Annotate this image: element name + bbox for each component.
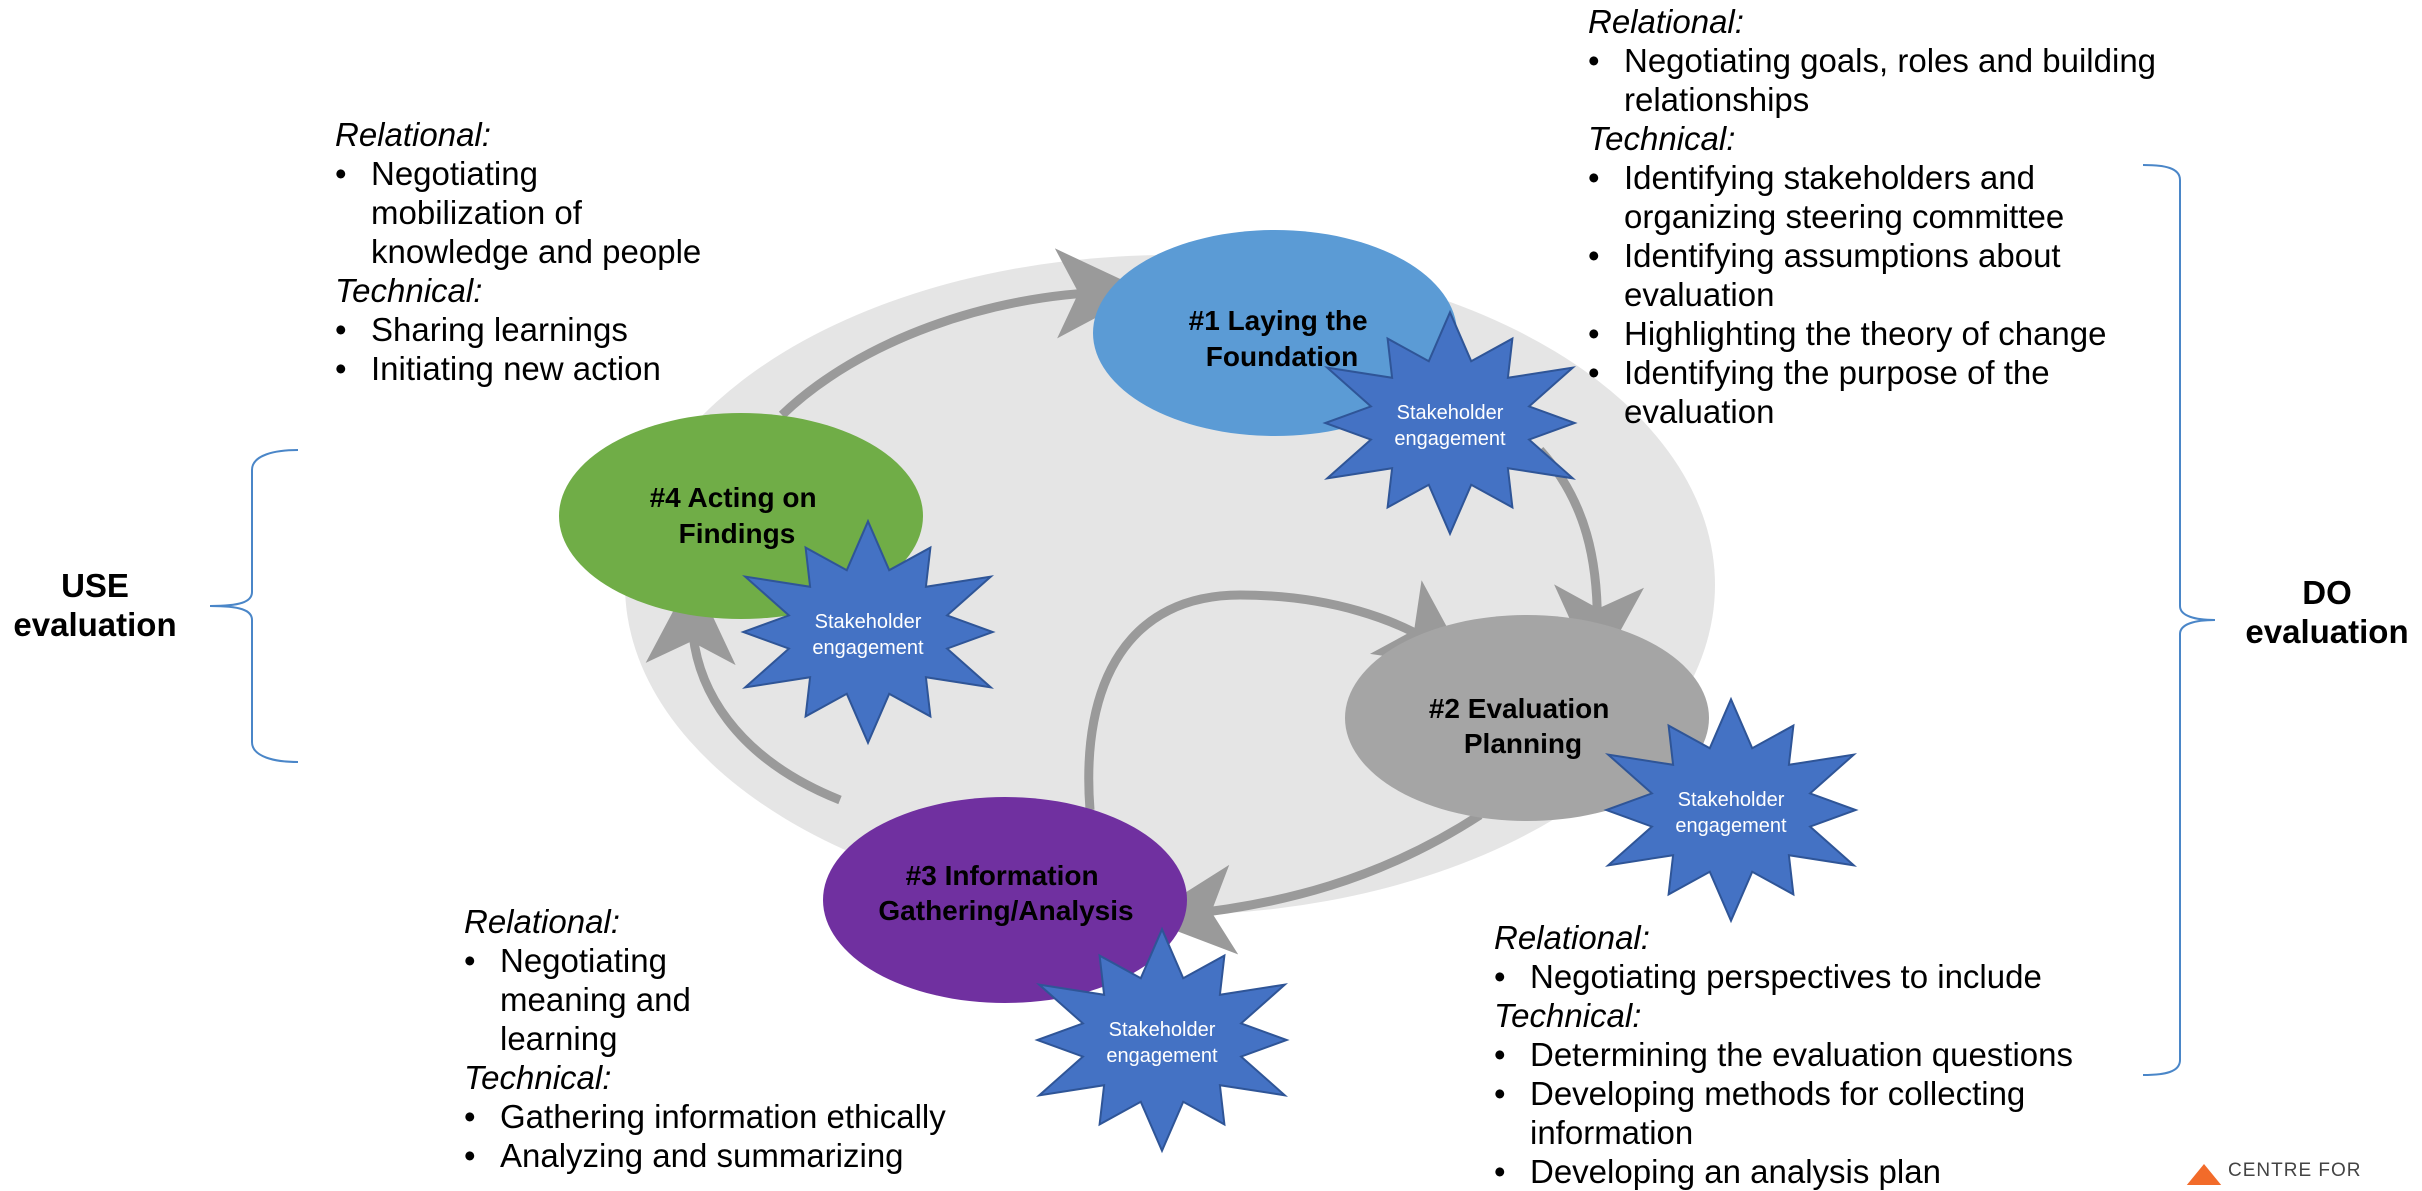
stage-1-technical-list: Identifying stakeholders and organizing … xyxy=(1588,158,2158,431)
stage-1-activities: Relational: Negotiating goals, roles and… xyxy=(1588,2,2158,431)
stage-3-label-line1: #3 Information xyxy=(906,860,1099,891)
list-item: Analyzing and summarizing xyxy=(464,1136,904,1175)
do-evaluation-line1: DO xyxy=(2302,574,2352,611)
stage-1-label: #1 Laying the Foundation xyxy=(1189,305,1376,372)
stage-3-activities: Relational: Negotiating meaning and lear… xyxy=(464,902,946,1175)
stage-4-technical-list: Sharing learnings Initiating new action xyxy=(335,310,715,388)
do-evaluation-label: DO evaluation xyxy=(2232,573,2422,651)
stage-4-relational-list: Negotiating mobilization of knowledge an… xyxy=(335,154,715,271)
list-item: Negotiating meaning and learning xyxy=(464,941,794,1058)
stakeholder-starburst-stage-2 xyxy=(1603,696,1859,924)
do-evaluation-bracket xyxy=(2142,164,2216,1076)
stage-2-relational-header: Relational: xyxy=(1494,919,1650,956)
cycle-arrows xyxy=(645,248,1644,955)
stage-3-relational-header: Relational: xyxy=(464,903,620,940)
stage-4-activities: Relational: Negotiating mobilization of … xyxy=(335,115,715,388)
list-item: Determining the evaluation questions xyxy=(1494,1035,2074,1074)
stakeholder-label-line1: Stakeholder xyxy=(1678,789,1785,811)
stage-2-label-line2: Planning xyxy=(1464,728,1582,759)
list-item: Initiating new action xyxy=(335,349,715,388)
stage-3-relational-list: Negotiating meaning and learning xyxy=(464,941,794,1058)
stakeholder-label-stage-3: Stakeholder engagement xyxy=(1106,1019,1218,1067)
stage-4-label-line2: Findings xyxy=(679,518,796,549)
stage-2-label-line1: #2 Evaluation xyxy=(1429,693,1610,724)
stage-3-technical-header: Technical: xyxy=(464,1059,612,1096)
stage-3-label: #3 Information Gathering/Analysis xyxy=(878,860,1133,926)
stage-1-relational-header: Relational: xyxy=(1588,3,1744,40)
stage-2-ellipse xyxy=(1345,615,1709,821)
arrow-4-to-1 xyxy=(778,248,1146,419)
arrow-3-to-4 xyxy=(645,574,842,805)
stage-4-technical-header: Technical: xyxy=(335,272,483,309)
stage-4-label-line1: #4 Acting on xyxy=(650,482,817,513)
list-item: Highlighting the theory of change xyxy=(1588,314,2158,353)
stage-1-label-line1: #1 Laying the xyxy=(1189,305,1368,336)
stage-1-technical-header: Technical: xyxy=(1588,120,1736,157)
use-evaluation-label: USE evaluation xyxy=(0,566,190,644)
stakeholder-label-line2: engagement xyxy=(1106,1045,1218,1067)
stage-2-relational-list: Negotiating perspectives to include xyxy=(1494,957,2074,996)
stage-3-ellipse xyxy=(823,797,1187,1003)
list-item: Negotiating perspectives to include xyxy=(1494,957,2074,996)
stakeholder-label-line1: Stakeholder xyxy=(815,611,922,633)
list-item: Negotiating mobilization of knowledge an… xyxy=(335,154,715,271)
list-item: Sharing learnings xyxy=(335,310,715,349)
stage-4-relational-header: Relational: xyxy=(335,116,491,153)
stage-4-label: #4 Acting on Findings xyxy=(650,482,825,549)
use-evaluation-line2: evaluation xyxy=(13,606,177,643)
list-item: Identifying assumptions about evaluation xyxy=(1588,236,2158,314)
use-evaluation-line1: USE xyxy=(61,567,129,604)
stakeholder-label-line2: engagement xyxy=(1394,428,1506,450)
stakeholder-label-stage-1: Stakeholder engagement xyxy=(1394,402,1506,450)
stage-3-technical-list: Gathering information ethically Analyzin… xyxy=(464,1097,946,1175)
stakeholder-label-line1: Stakeholder xyxy=(1109,1019,1216,1041)
stakeholder-label-stage-4: Stakeholder engagement xyxy=(812,611,924,659)
stage-2-activities: Relational: Negotiating perspectives to … xyxy=(1494,918,2074,1191)
stakeholder-label-stage-2: Stakeholder engagement xyxy=(1675,789,1787,837)
list-item: Negotiating goals, roles and building re… xyxy=(1588,41,2158,119)
centre-logo: CENTRE FOR xyxy=(2186,1160,2422,1185)
list-item: Identifying stakeholders and organizing … xyxy=(1588,158,2158,236)
stage-1-label-line2: Foundation xyxy=(1206,341,1358,372)
stage-2-technical-list: Determining the evaluation questions Dev… xyxy=(1494,1035,2074,1191)
arrow-2-to-3 xyxy=(1144,811,1483,955)
stakeholder-label-line2: engagement xyxy=(812,637,924,659)
list-item: Gathering information ethically xyxy=(464,1097,946,1136)
stakeholder-label-line1: Stakeholder xyxy=(1397,402,1504,424)
stage-2-technical-header: Technical: xyxy=(1494,997,1642,1034)
logo-text: CENTRE FOR xyxy=(2228,1160,2362,1181)
stage-2-label: #2 Evaluation Planning xyxy=(1429,693,1617,759)
use-evaluation-bracket xyxy=(209,449,299,763)
list-item: Developing an analysis plan xyxy=(1494,1152,2074,1191)
logo-mark-icon xyxy=(2186,1164,2222,1185)
do-evaluation-line2: evaluation xyxy=(2245,613,2409,650)
list-item: Identifying the purpose of the evaluatio… xyxy=(1588,353,2158,431)
list-item: Developing methods for collecting inform… xyxy=(1494,1074,2030,1152)
stakeholder-starburst-stage-3 xyxy=(1034,926,1290,1154)
arrow-inner-loop xyxy=(1084,580,1470,811)
stakeholder-starburst-stage-1 xyxy=(1322,309,1578,537)
stakeholder-starburst-stage-4 xyxy=(740,518,996,746)
stage-1-relational-list: Negotiating goals, roles and building re… xyxy=(1588,41,2158,119)
stakeholder-label-line2: engagement xyxy=(1675,815,1787,837)
stage-3-label-line2: Gathering/Analysis xyxy=(878,895,1133,926)
